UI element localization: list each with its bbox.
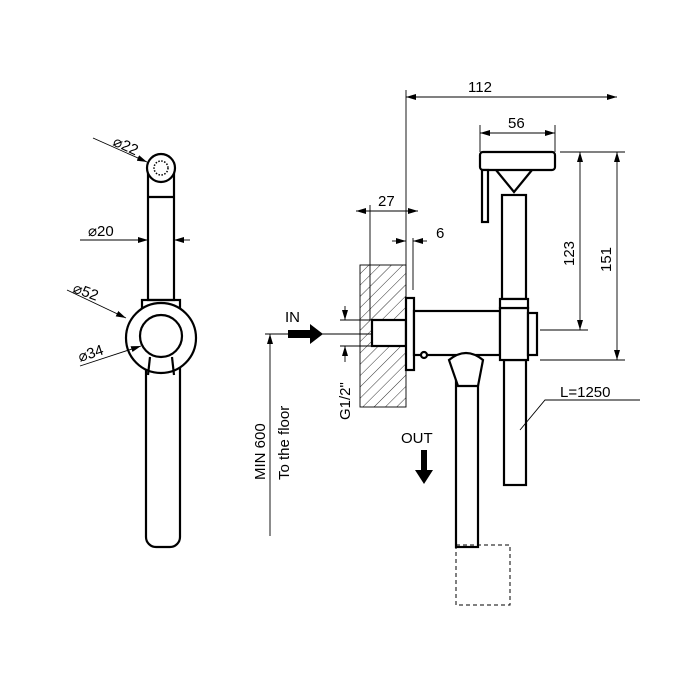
- dim-head-diameter: ⌀22: [110, 133, 140, 159]
- shower-head: [145, 152, 177, 184]
- dim-wall-depth: 27: [378, 193, 395, 210]
- label-min-height: MIN 600: [252, 423, 269, 480]
- outlet-placeholder: [455, 544, 511, 606]
- inlet-pipe: [370, 318, 408, 348]
- handle-body: [146, 168, 176, 302]
- shower-head-front: [478, 150, 557, 172]
- side-view: ⌀22 ⌀20 ⌀52 ⌀34: [66, 133, 198, 549]
- dim-holder-outer: ⌀52: [71, 280, 101, 305]
- dim-handle-diameter: ⌀20: [88, 223, 114, 240]
- dim-height-handle: 123: [561, 241, 578, 266]
- outlet-connector: [447, 351, 485, 388]
- nozzle-holes-icon: [153, 160, 169, 176]
- shower-handle: [500, 193, 528, 301]
- dim-head-length: 56: [508, 115, 525, 132]
- holder-inner-ring: [138, 313, 184, 359]
- flange: [404, 296, 416, 372]
- trigger: [480, 168, 490, 224]
- label-in: IN: [285, 309, 300, 326]
- dim-total-depth: 112: [468, 79, 492, 96]
- hose-out: [454, 378, 480, 549]
- hose-shower: [502, 358, 528, 487]
- label-thread: G1/2": [337, 382, 354, 420]
- label-out: OUT: [401, 430, 433, 447]
- hose-left-view: [144, 350, 182, 549]
- dim-flange: 6: [436, 225, 444, 242]
- valve-body: [412, 309, 502, 357]
- dim-holder-inner: ⌀34: [76, 342, 106, 366]
- arrow-out-icon: [415, 450, 433, 484]
- front-view: 112 56 151 123 27 6 IN G1/2" MIN 600 To …: [252, 79, 640, 606]
- label-hose-length: L=1250: [560, 384, 610, 401]
- holder: [498, 306, 530, 362]
- dim-height-total: 151: [598, 247, 615, 272]
- label-to-floor: To the floor: [276, 406, 293, 480]
